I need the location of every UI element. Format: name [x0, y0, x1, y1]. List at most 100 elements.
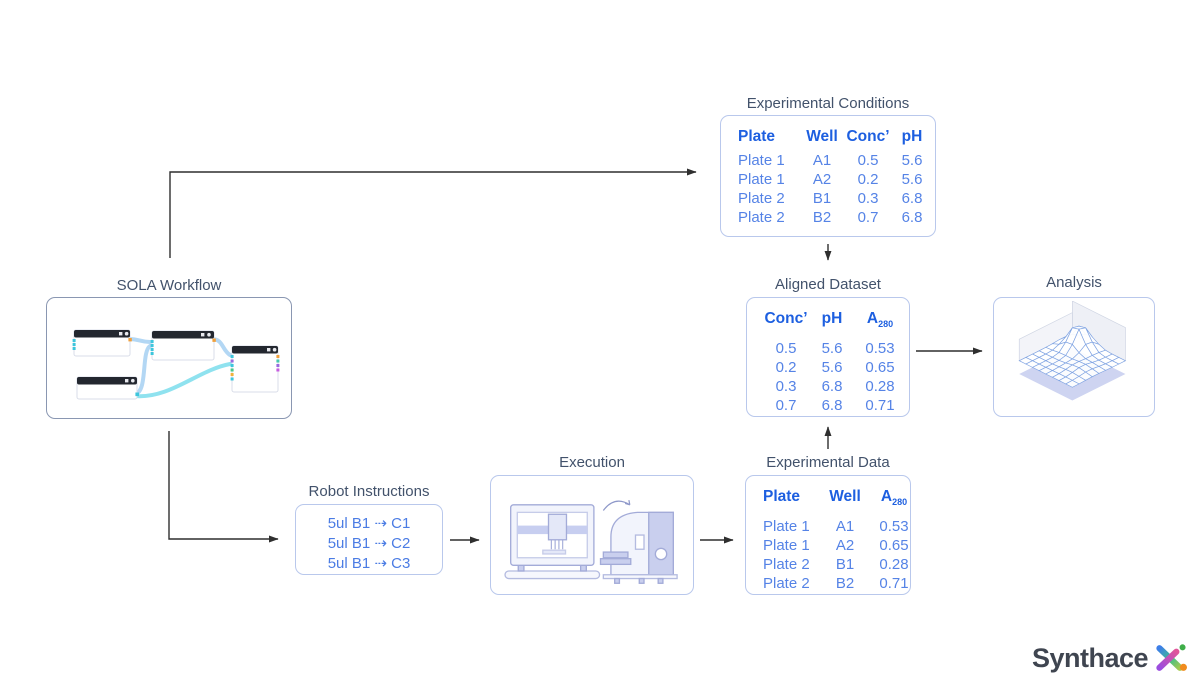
wire-c-to-b [132, 344, 152, 396]
edit-icon [118, 332, 122, 336]
table-row: Plate 1 A2 0.65 [763, 536, 910, 555]
column-header: Well [829, 488, 861, 505]
lab-equipment-illustration [504, 499, 678, 584]
robot-instructions-label: Robot Instructions [308, 483, 430, 500]
table-cell: 0.28 [865, 378, 895, 396]
column-header: Plate [763, 488, 801, 505]
table-row: 0.5 5.6 0.53 [761, 339, 909, 358]
experimental-data-label: Experimental Data [766, 454, 890, 471]
table-cell: 0.5 [857, 152, 879, 169]
table-cell: 5.6 [901, 152, 923, 169]
table-row: Plate 2 B1 0.3 6.8 [738, 189, 935, 208]
execution-box [490, 475, 694, 595]
wire-c-to-d [132, 362, 232, 399]
table-cell: Plate 2 [738, 190, 785, 207]
table-row: Plate 1 A2 0.2 5.6 [738, 170, 935, 189]
column-header: Well [806, 128, 838, 145]
sola-workflow-label: SOLA Workflow [116, 277, 222, 294]
liquid-handler-robot [504, 504, 601, 580]
synthace-x-mark-icon [1156, 644, 1188, 671]
settings-icon [206, 332, 211, 337]
settings-icon [272, 347, 276, 352]
table-cell: Plate 1 [738, 152, 785, 169]
table-row: 0.7 6.8 0.71 [761, 396, 909, 415]
settings-icon [124, 331, 128, 336]
aligned-dataset-label: Aligned Dataset [775, 276, 881, 293]
table-cell: 0.7 [775, 397, 797, 415]
table-cell: 5.6 [821, 359, 843, 377]
table-cell: 0.65 [865, 359, 895, 377]
table-cell: 0.28 [879, 556, 909, 574]
table-row: Plate 2 B1 0.28 [763, 555, 910, 574]
table-cell: 0.71 [865, 397, 895, 415]
table-cell: 0.5 [775, 340, 797, 358]
experimental-conditions-label: Experimental Conditions [746, 95, 910, 112]
edit-icon [124, 379, 128, 383]
analysis-label: Analysis [1046, 274, 1102, 291]
table-cell: B1 [812, 190, 832, 207]
table-row: Plate 2 B2 0.71 [763, 574, 910, 593]
table-cell: Plate 2 [738, 209, 785, 226]
table-cell: 6.8 [901, 209, 923, 226]
arrow-sola-to-conditions [169, 168, 697, 258]
transfer-arrow [602, 499, 631, 511]
column-header: Plate [738, 128, 776, 145]
analysis-box [993, 297, 1155, 417]
table-cell: Plate 1 [738, 171, 785, 188]
column-header: pH [901, 128, 923, 145]
workflow-node-c [76, 376, 139, 400]
3d-surface-plot [1018, 301, 1127, 401]
table-cell: 0.2 [857, 171, 879, 188]
table-cell: 6.8 [821, 397, 843, 415]
arrow-sola-to-instructions [168, 431, 279, 543]
column-header: A280 [880, 488, 908, 508]
table-cell: 0.53 [865, 340, 895, 358]
column-header: Conc’ [764, 310, 808, 327]
synthace-logo-text: Synthace [1032, 642, 1149, 673]
instruction-line: 5ul B1 ⇢ C1 [327, 515, 411, 532]
table-header-row: Plate Well A280 [763, 487, 910, 512]
table-cell: 0.65 [879, 537, 909, 555]
table-cell: B2 [835, 575, 855, 593]
table-header-row: Plate Well Conc’ pH [738, 127, 935, 146]
workflow-node-b [150, 330, 216, 361]
settings-icon [130, 378, 135, 383]
table-row: Plate 2 B2 0.7 6.8 [738, 208, 935, 227]
table-cell: 0.7 [857, 209, 879, 226]
table-cell: 0.71 [879, 575, 909, 593]
table-cell: Plate 2 [763, 575, 810, 593]
edit-icon [266, 348, 270, 352]
table-cell: A2 [835, 537, 855, 555]
table-cell: 5.6 [901, 171, 923, 188]
instruction-line: 5ul B1 ⇢ C2 [327, 535, 411, 552]
synthace-logo: Synthace [1032, 642, 1189, 674]
table-cell: 6.8 [901, 190, 923, 207]
table-header-row: Conc’ pH A280 [761, 309, 909, 334]
table-cell: Plate 1 [763, 537, 810, 555]
column-header: A280 [866, 310, 894, 330]
table-cell: B2 [812, 209, 832, 226]
column-header: Conc’ [846, 128, 890, 145]
table-cell: 5.6 [821, 340, 843, 358]
column-header: pH [821, 310, 843, 327]
table-cell: 0.3 [775, 378, 797, 396]
table-cell: A1 [812, 152, 832, 169]
workflow-node-graph [72, 329, 279, 400]
execution-label: Execution [559, 454, 625, 471]
table-cell: 0.53 [879, 518, 909, 536]
table-cell: A2 [812, 171, 832, 188]
table-cell: 0.3 [857, 190, 879, 207]
table-cell: B1 [835, 556, 855, 574]
table-cell: Plate 2 [763, 556, 810, 574]
